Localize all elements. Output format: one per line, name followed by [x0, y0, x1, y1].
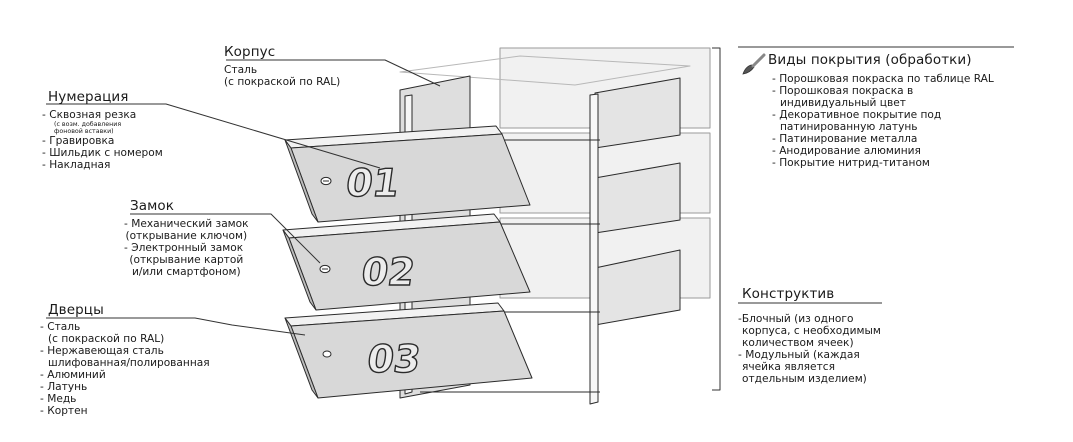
coating-item: патинированную латунь	[780, 121, 918, 133]
lock-item: и/или смартфоном)	[131, 266, 241, 278]
coating-item: - Покрытие нитрид-титаном	[772, 157, 930, 169]
construction-item: количеством ячеек)	[742, 337, 854, 349]
door-1	[284, 125, 531, 223]
construction-item: - Модульный (каждая	[738, 349, 860, 361]
coating-item: - Порошковая покраска по таблице RAL	[772, 73, 994, 85]
door-number-2: 02	[359, 251, 418, 295]
lock-item: (открывание ключом)	[125, 230, 248, 242]
doors-title: Дверцы	[48, 302, 104, 318]
coating-item: - Патинирование металла	[772, 133, 918, 145]
cabinet-top-outline	[399, 55, 691, 86]
door-number-3: 03	[364, 338, 423, 382]
cabinet-item: (с покраской по RAL)	[224, 76, 341, 88]
construction-list: -Блочный (из одного корпуса, с необходим…	[738, 313, 881, 385]
cabinet-item: Сталь	[224, 64, 258, 76]
door-2	[282, 213, 531, 311]
coating-list: - Порошковая покраска по таблице RAL - П…	[772, 73, 994, 169]
doors-item: - Сталь	[40, 321, 81, 333]
doors-item: - Латунь	[40, 381, 88, 393]
numbering-item: - Накладная	[42, 159, 111, 171]
cabinet-list: Сталь (с покраской по RAL)	[224, 64, 340, 88]
coating-item: индивидуальный цвет	[780, 97, 906, 109]
doors-item: - Кортен	[40, 405, 88, 417]
door-3	[284, 302, 533, 399]
numbering-note: (с возм. добавления	[54, 121, 122, 128]
door-number-1: 01	[343, 162, 402, 206]
doors-item: (с покраской по RAL)	[48, 333, 165, 345]
lock-title: Замок	[130, 198, 175, 214]
construction-title: Конструктив	[742, 286, 835, 302]
construction-item: ячейка является	[742, 361, 835, 373]
numbering-item: - Сквозная резка	[42, 109, 137, 121]
lock-item: - Механический замок	[124, 218, 249, 230]
lock-list: - Механический замок (открывание ключом)…	[124, 218, 249, 278]
construction-item: отдельным изделием)	[742, 373, 867, 385]
cabinet-right-edge	[589, 93, 599, 405]
leader-lines	[46, 46, 1014, 391]
construction-item: корпуса, с необходимым	[742, 325, 881, 337]
numbering-item: - Гравировка	[42, 135, 115, 147]
numbering-item: - Шильдик с номером	[42, 147, 163, 159]
construction-item: -Блочный (из одного	[738, 313, 854, 325]
doors-item: - Нержавеющая сталь	[40, 345, 164, 357]
numbering-title: Нумерация	[48, 89, 129, 105]
numbering-list: - Сквозная резка (с возм. добавления фон…	[42, 109, 163, 171]
doors-item: шлифованная/полированная	[48, 357, 210, 369]
doors-list: - Сталь (с покраской по RAL) - Нержавеющ…	[40, 321, 210, 417]
brush-icon	[742, 53, 766, 75]
doors-item: - Алюминий	[40, 369, 106, 381]
coating-bracket	[712, 47, 721, 391]
lock-item: (открывание картой	[129, 254, 244, 266]
numbering-note: фоновой вставки)	[54, 128, 114, 135]
doors-item: - Медь	[40, 393, 77, 405]
cabinet-title: Корпус	[224, 44, 276, 60]
coating-item: - Анодирование алюминия	[772, 145, 921, 157]
lock-item: - Электронный замок	[124, 242, 244, 254]
coating-item: - Порошковая покраска в	[772, 85, 914, 97]
coating-title: Виды покрытия (обработки)	[768, 52, 972, 68]
coating-item: - Декоративное покрытие под	[772, 109, 942, 121]
